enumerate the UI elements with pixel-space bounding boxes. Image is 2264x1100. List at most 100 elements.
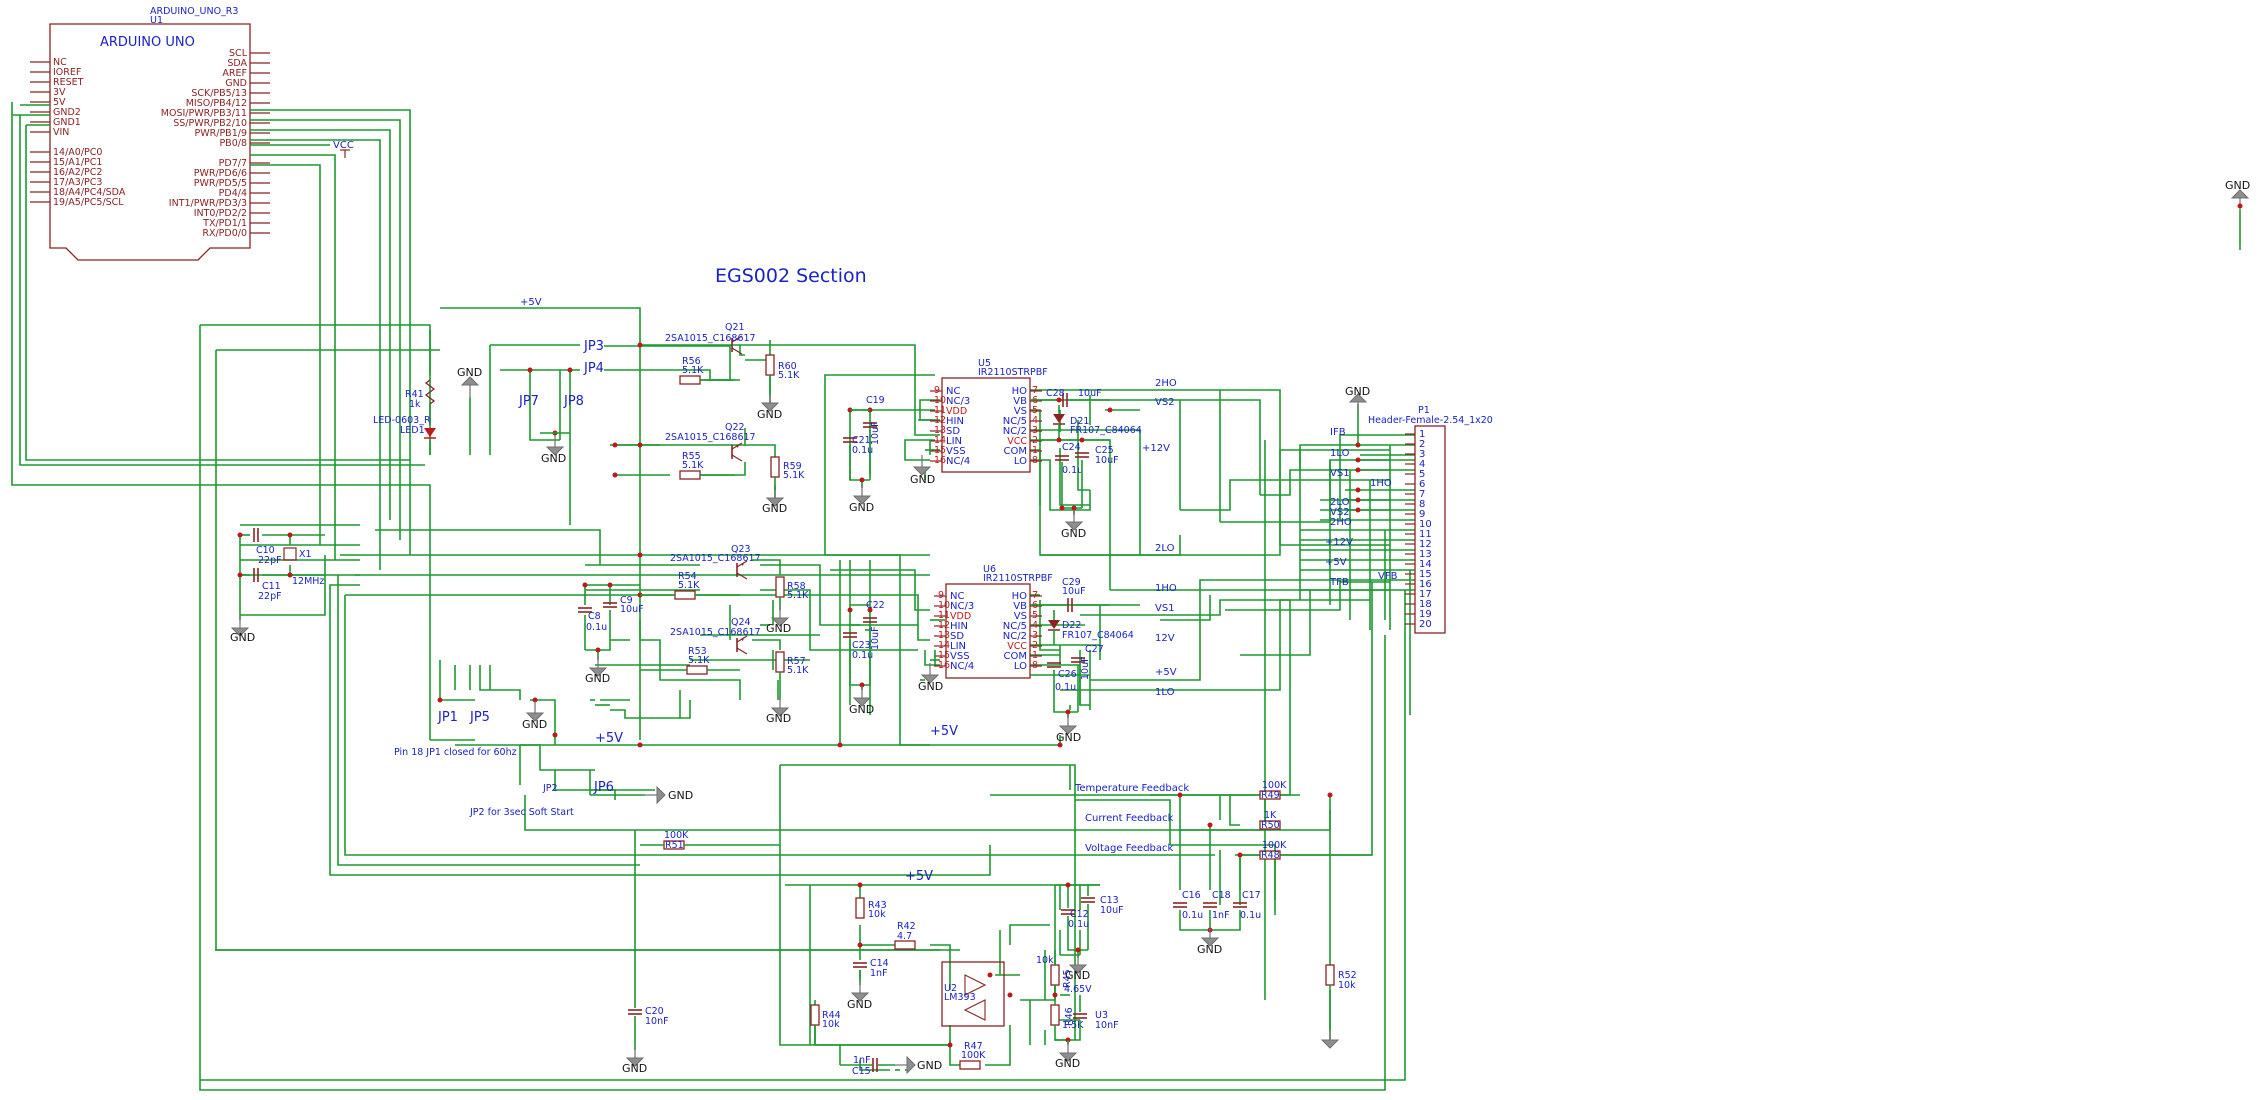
gnd-jp78: GND [541, 452, 566, 465]
driver-left-pin: HIN [946, 416, 964, 427]
gnd-c20: GND [622, 1062, 647, 1075]
hdr-1ho: 1HO [1370, 478, 1392, 489]
r59-ref: R59 [783, 461, 802, 472]
transistor-q21: Q21 2SA1015_C168617 [665, 322, 756, 355]
r58-val: 5.1K [787, 590, 809, 601]
r49-val: 100K [1262, 780, 1287, 791]
arduino-right-pin: MISO/PB4/12 [186, 98, 247, 109]
header-pin-number: 11 [1419, 529, 1432, 540]
hdr-p12v: +12V [1325, 537, 1353, 548]
arduino-left-pin: 3V [53, 87, 66, 98]
driver-pin-number: 7 [1032, 385, 1038, 396]
driver-right-pin: VCC [1007, 436, 1027, 447]
r49-ref: R49 [1261, 790, 1280, 801]
gnd-c21: GND [849, 501, 874, 514]
c27-ref: C27 [1085, 644, 1104, 655]
arduino-left-pin: GND2 [53, 107, 81, 118]
c13-ref: C13 [1100, 895, 1119, 906]
arduino-right-pin: AREF [222, 68, 247, 79]
u2-ref: U2 [944, 983, 957, 994]
header-pin-number: 19 [1419, 609, 1432, 620]
u6-bootstrap: C29 10uF D22 FR107_C84064 C26 0.1u C27 1… [1030, 577, 1134, 744]
net-labels: 2HO VS2 +12V 2LO 1HO VS1 12V +5V 1LO Tem… [1074, 378, 1189, 854]
c12-val: 0.1u [1068, 919, 1089, 930]
gnd-u6-right: GND [1056, 731, 1081, 744]
arduino-left-pin: 19/A5/PC5/SCL [53, 197, 124, 208]
driver-pin-number: 9 [934, 385, 940, 396]
header-pin-number: 1 [1419, 429, 1425, 440]
u3-ref: U3 [1095, 1010, 1108, 1021]
c10-val: 22pF [258, 555, 282, 566]
c26-ref: C26 [1058, 669, 1077, 680]
arduino-uno-symbol: ARDUINO_UNO_R3 U1 ARDUINO UNO NCIOREFRES… [30, 6, 270, 261]
jp1-note: Pin 18 JP1 closed for 60hz [394, 747, 517, 758]
c19-ref: C19 [866, 395, 885, 406]
header-pin-number: 7 [1419, 489, 1425, 500]
transistor-q24: Q24 2SA1015_C168617 [670, 617, 761, 655]
r60-ref: R60 [778, 361, 797, 372]
driver-left-pin: NC/3 [950, 601, 974, 612]
header-pin-number: 9 [1419, 509, 1425, 520]
base-resistors: R56 5.1K R55 5.1K R54 5.1K R53 5.1K R60 … [640, 354, 809, 725]
r54-val: 5.1K [678, 580, 700, 591]
caps-u6-supply: GND C22 10uF C23 0.1u [842, 600, 885, 716]
net-1ho: 1HO [1155, 583, 1177, 594]
driver-pin-number: 16 [934, 455, 946, 466]
r51-ref: R51 [665, 840, 684, 851]
driver-pin-number: 11 [938, 610, 950, 621]
p1-part: Header-Female-2.54_1x20 [1368, 415, 1493, 426]
header-p1: GND P1 Header-Female-2.54_1x20 123456789… [1325, 385, 1493, 634]
hdr-vs1: VS1 [1330, 468, 1350, 479]
led-circuit: R41 1k LED-0603_R LED1 GND [373, 330, 482, 455]
x1-freq: 12MHz [292, 576, 324, 587]
c14-ref: C14 [870, 958, 889, 969]
c22-val: 10uF [870, 626, 881, 650]
c10-ref: C10 [256, 545, 275, 556]
x1-ref: X1 [299, 549, 312, 560]
net-2lo: 2LO [1155, 543, 1175, 554]
driver-pin-number: 3 [1032, 425, 1038, 436]
driver-left-pin: NC/4 [946, 456, 970, 467]
transistor-q22: Q22 2SA1015_C168617 [665, 422, 756, 462]
driver-right-pin: COM [1004, 651, 1027, 662]
c12-ref: C12 [1070, 909, 1089, 920]
r45-val: 10k [1036, 955, 1054, 966]
r58-ref: R58 [787, 581, 806, 592]
jp2-label: JP2 [542, 783, 558, 794]
driver-pin-number: 5 [1032, 610, 1038, 621]
driver-right-pin: HO [1012, 591, 1028, 602]
c8-ref: C8 [588, 611, 601, 622]
c25-val: 10uF [1095, 455, 1119, 466]
cap-c20: GND C20 10nF [622, 1000, 669, 1075]
r42-ref: R42 [897, 921, 916, 932]
c24-ref: C24 [1062, 442, 1081, 453]
u6-part: IR2110STRPBF [983, 573, 1053, 584]
p5v-bottom: +5V [905, 869, 933, 884]
hdr-p5v: +5V [1325, 557, 1347, 568]
c16-val: 0.1u [1182, 910, 1203, 921]
driver-pin-number: 15 [938, 650, 950, 661]
c28-val: 10uF [1078, 388, 1102, 399]
arduino-left-pin: 5V [53, 97, 66, 108]
arduino-left-pin: 16/A2/PC2 [53, 167, 102, 178]
driver-left-pin: LIN [946, 436, 962, 447]
gnd-r46: GND [1055, 1057, 1080, 1070]
driver-pin-number: 15 [934, 445, 946, 456]
q23-ref: Q23 [731, 544, 751, 555]
q22-part: 2SA1015_C168617 [665, 432, 756, 443]
header-pin-number: 6 [1419, 479, 1425, 490]
c23-val: 0.1u [852, 650, 873, 661]
driver-pin-number: 11 [934, 405, 946, 416]
driver-pin-number: 12 [938, 620, 950, 631]
driver-pin-number: 4 [1032, 415, 1038, 426]
arduino-part: ARDUINO_UNO_R3 [150, 6, 238, 17]
u3-val: 10nF [1095, 1020, 1119, 1031]
driver-left-pin: HIN [950, 621, 968, 632]
driver-right-pin: HO [1012, 386, 1028, 397]
net-vs2: VS2 [1155, 397, 1175, 408]
hdr-vs2: VS2 [1330, 507, 1350, 518]
net-p5v-u6: +5V [1155, 667, 1177, 678]
c9-val: 10uF [620, 604, 644, 615]
driver-pin-number: 5 [1032, 405, 1038, 416]
